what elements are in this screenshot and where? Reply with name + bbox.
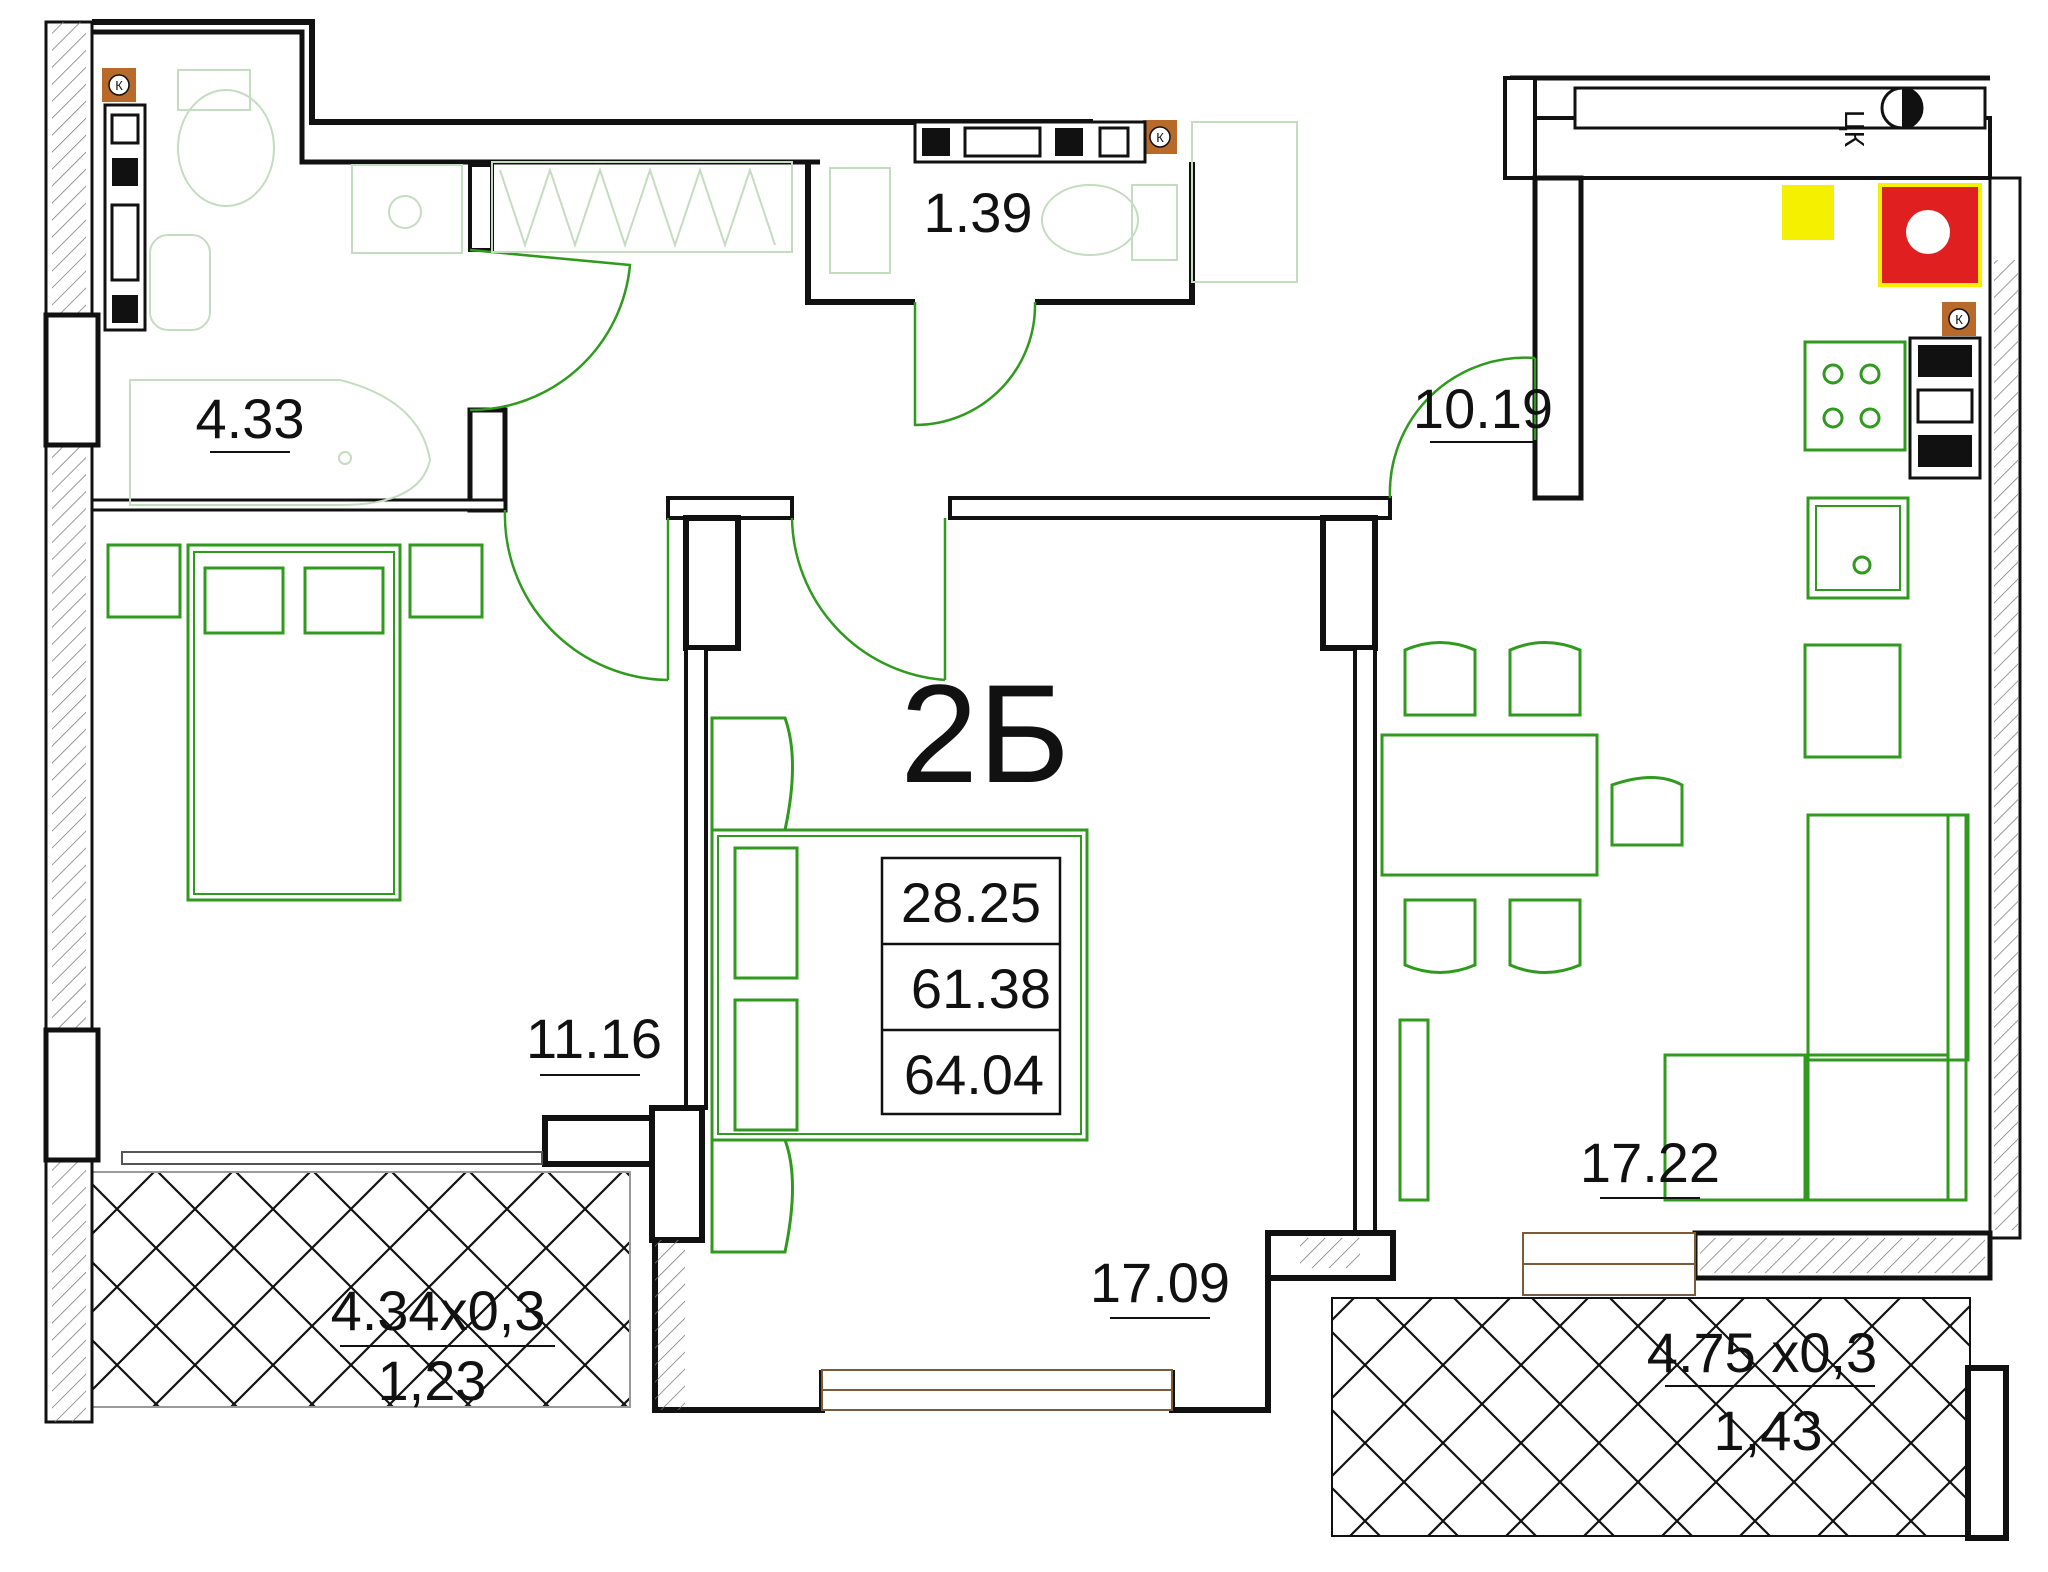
unit-label: 2Б [900,655,1070,812]
cabinet-tiles [103,103,1982,480]
stove-red-circle-icon [1906,210,1950,254]
room-labels: 4.33 1.39 10.19 11.16 17.09 17.22 [196,181,1720,1319]
walls [43,19,2022,1541]
balcony-right-dims-label: 4.75 x0,3 [1647,1321,1877,1384]
balcony-right [1331,1297,1971,1537]
stove-markers [1782,183,1982,287]
balcony-left-area-label: 1,23 [378,1349,487,1412]
windows [121,1151,1696,1411]
hall-area-label: 10.19 [1413,377,1553,440]
balcony-left [85,1171,631,1408]
living-area-value: 28.25 [901,871,1041,934]
bathroom-area-label: 4.33 [196,387,305,450]
bathroom-fixtures [129,69,463,506]
area-table: 28.25 61.38 64.04 [880,856,1062,1116]
hall-wardrobe [491,121,1298,283]
riser-marker-icon: К [1942,302,1976,336]
balcony-left-dims-label: 4.34x0,3 [331,1279,546,1342]
wc-area-label: 1.39 [924,181,1033,244]
riser-marker-label: К [1156,130,1164,145]
living-room-furniture [710,716,1089,1254]
riser-marker-label: К [1955,312,1963,327]
balcony-labels: 4.34x0,3 1,23 4.75 x0,3 1,43 [331,1279,1878,1462]
stove-yellow-marker [1782,185,1834,240]
bedroom-area-label: 11.16 [526,1007,662,1070]
kitchen-area-label: 17.22 [1580,1131,1720,1194]
riser-marker-icon: К [1143,120,1177,154]
stove-red-marker [1878,183,1982,287]
vent-label: ЦК [1839,110,1870,148]
vent-symbol: ЦК [1839,86,1924,148]
total-area-value: 61.38 [911,957,1051,1020]
riser-marker-label: К [115,78,123,93]
living-room-area-label: 17.09 [1090,1251,1230,1314]
bedroom-furniture [106,543,484,902]
balcony-right-area-label: 1,43 [1714,1399,1823,1462]
riser-marker-icon: К [102,68,136,102]
riser-markers: К К К [102,68,1976,336]
wc-fixtures [829,167,1178,274]
doors [469,248,1537,682]
gross-area-value: 64.04 [904,1043,1044,1106]
kitchen-furniture [1380,340,1970,1202]
